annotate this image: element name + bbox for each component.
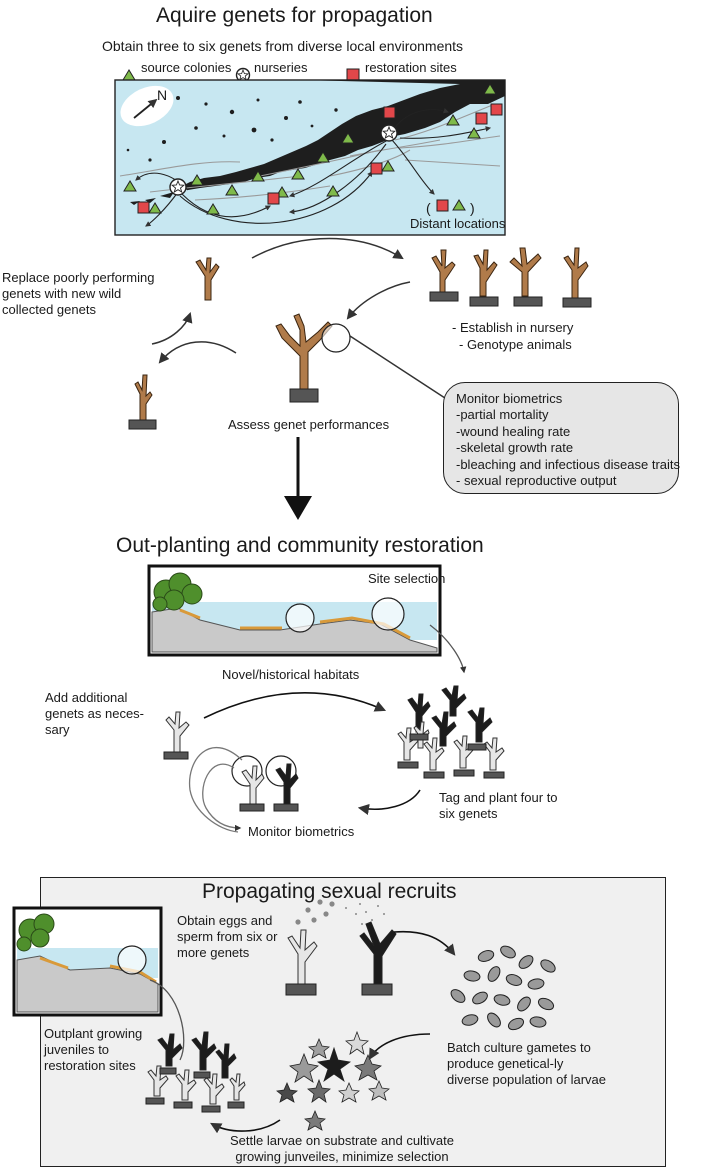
monitor-item: -skeletal growth rate — [456, 440, 574, 456]
legend-restoration-label: restoration sites — [365, 60, 457, 75]
assessed-genet-coral — [275, 313, 351, 403]
replace-genets-text: Replace poorly performing genets with ne… — [2, 270, 155, 317]
monitor-biometrics-box: Monitor biometrics -partial mortality -w… — [443, 382, 681, 494]
florida-keys-map — [114, 79, 506, 236]
section1-title: Aquire genets for propagation — [156, 4, 433, 27]
monitor-biometrics-label: Monitor biometrics — [248, 824, 355, 839]
assess-performance-text: Assess genet performances — [228, 417, 390, 432]
habitats-label: Novel/historical habitats — [222, 667, 360, 682]
legend-nursery-icon — [235, 67, 251, 83]
legend-source-label: source colonies — [141, 60, 232, 75]
section3-title: Propagating sexual recruits — [202, 880, 457, 903]
additional-genet-coral — [163, 711, 190, 760]
section1-subtitle: Obtain three to six genets from diverse … — [102, 38, 464, 54]
legend-square-icon — [346, 68, 360, 82]
settled-juveniles — [276, 1030, 390, 1131]
establish-nursery-text: - Establish in nursery — [452, 320, 574, 335]
site-selection-scene — [147, 564, 467, 674]
distant-open-paren: ( — [426, 200, 431, 216]
nursery-corals — [429, 247, 592, 308]
legend-triangle-icon — [122, 69, 136, 81]
genotype-animals-text: - Genotype animals — [459, 337, 572, 352]
small-genet-coral — [128, 374, 157, 430]
monitor-item: -wound healing rate — [456, 423, 571, 439]
monitor-item: -partial mortality — [456, 407, 549, 423]
settle-larvae-text: Settle larvae on substrate and cultivate… — [229, 1133, 455, 1164]
add-genets-text: Add additional genets as neces-sary — [45, 690, 145, 737]
tag-plant-text: Tag and plant four to six genets — [439, 790, 558, 821]
distant-close-paren: ) — [470, 200, 475, 216]
monitor-item: - sexual reproductive output — [456, 473, 617, 489]
tagged-corals-cluster — [397, 685, 505, 779]
next-step-arrow — [284, 437, 312, 520]
juvenile-corals-cluster — [145, 1031, 246, 1113]
wild-genet-coral — [195, 257, 220, 301]
batch-culture-text: Batch culture gametes to produce genetic… — [447, 1040, 606, 1087]
spawning-corals — [285, 921, 397, 996]
monitor-item: -bleaching and infectious disease traits — [456, 456, 681, 472]
monitored-corals — [231, 755, 299, 812]
outplant-juveniles-text: Outplant growing juveniles to restoratio… — [44, 1026, 143, 1073]
section2-title: Out-planting and community restoration — [116, 534, 484, 557]
larvae — [450, 945, 556, 1031]
north-label: N — [157, 87, 168, 103]
site-selection-label: Site selection — [368, 571, 446, 586]
obtain-gametes-text: Obtain eggs and sperm from six or more g… — [177, 913, 278, 960]
legend-nursery-label: nurseries — [254, 60, 308, 75]
distant-locations-label: Distant locations — [410, 216, 506, 231]
monitor-box-title: Monitor biometrics — [456, 391, 563, 406]
outplant-scene — [12, 906, 163, 1017]
